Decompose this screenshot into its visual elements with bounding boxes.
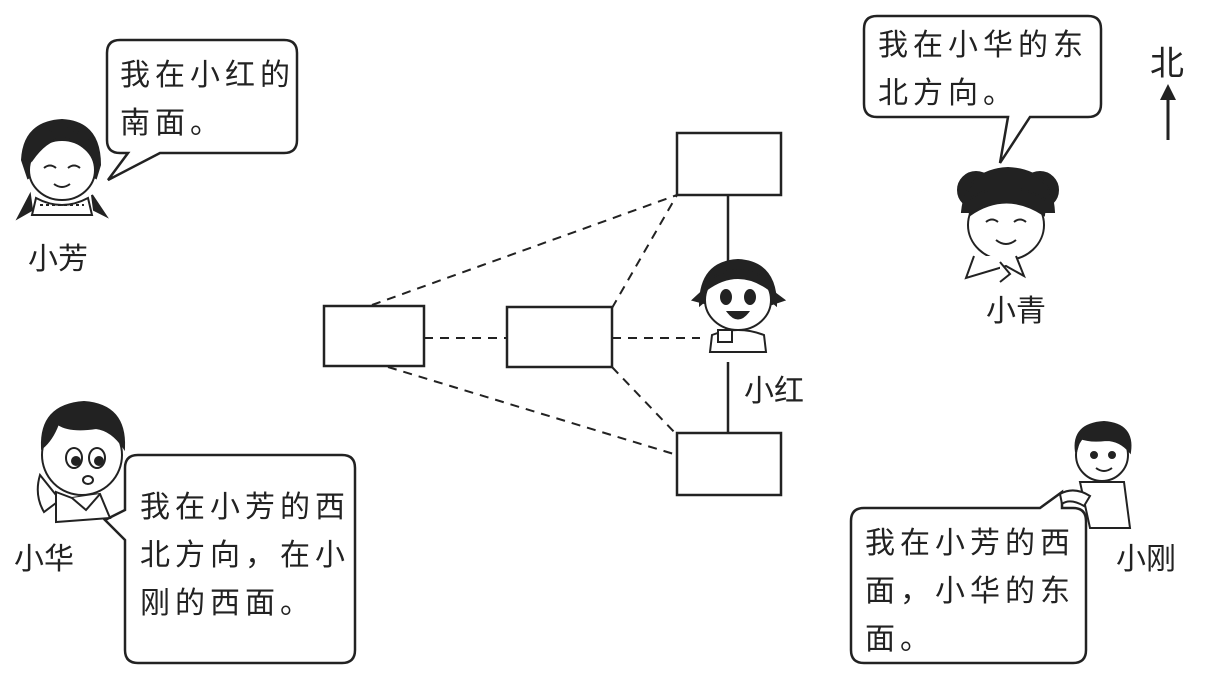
box-north <box>675 131 783 197</box>
speech-bubble-xiaogang <box>849 489 1088 665</box>
xiaogang-speech: 我在小芳的西 面，小华的东 面。 <box>865 526 1075 657</box>
xiaoqing-speech: 我在小华的东 北方向。 <box>878 28 1088 111</box>
xiaofang-figure <box>15 118 109 221</box>
xiaofang-speech: 我在小红的 南面。 <box>120 58 295 141</box>
xiaoqing-figure <box>957 166 1059 283</box>
box-center <box>505 305 614 369</box>
box-west <box>322 304 426 368</box>
xiaohua-name: 小华 <box>14 542 74 577</box>
speech-bubble-xiaohua <box>102 453 357 665</box>
xiaogang-name: 小刚 <box>1116 542 1176 577</box>
xiaofang-name: 小芳 <box>28 242 88 277</box>
north-arrow-icon <box>1160 84 1176 140</box>
speech-bubble-xiaofang <box>105 38 299 182</box>
north-label: 北 <box>1150 44 1184 84</box>
box-south <box>675 431 783 497</box>
xiaoqing-name: 小青 <box>986 294 1046 329</box>
xiaogang-figure <box>1058 420 1132 529</box>
xiaohua-figure <box>36 400 126 524</box>
speech-bubble-xiaoqing <box>862 14 1103 164</box>
dashed-connections <box>371 194 700 456</box>
xiaohong-name: 小红 <box>744 374 804 409</box>
xiaohong-figure <box>690 258 787 353</box>
xiaohua-speech: 我在小芳的西 北方向，在小 刚的西面。 <box>140 490 350 621</box>
